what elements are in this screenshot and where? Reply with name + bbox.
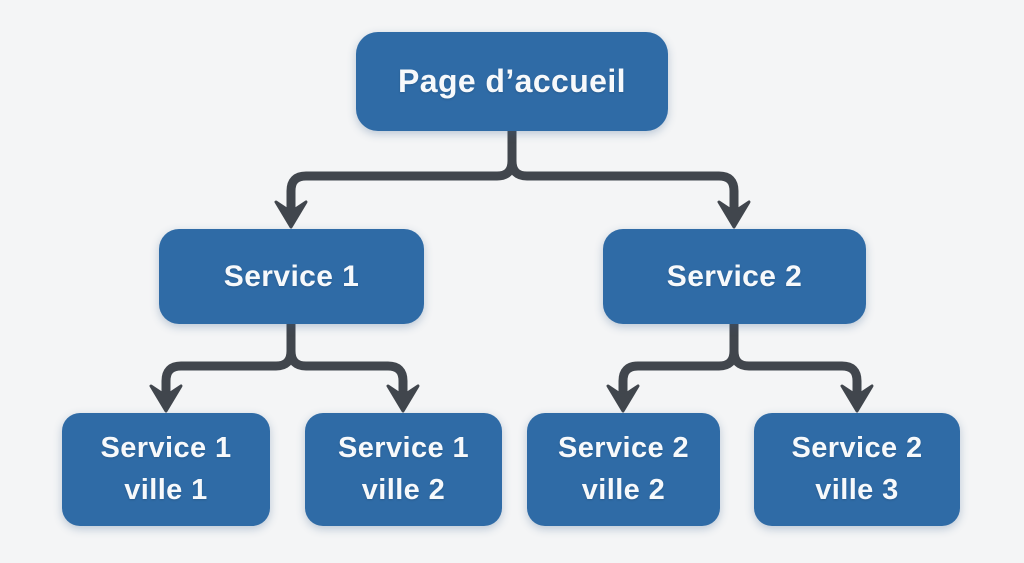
arrowhead-icon bbox=[840, 384, 874, 413]
node-label-line1: Service 2 bbox=[791, 432, 923, 465]
node-service-2: Service 2 bbox=[603, 229, 866, 324]
edge-service2-ville3 bbox=[729, 318, 862, 400]
node-label-line1: Service 1 bbox=[100, 432, 232, 465]
node-label-line1: Service 2 bbox=[558, 432, 689, 465]
node-label: Page d’accueil bbox=[398, 63, 626, 99]
node-page-accueil: Page d’accueil bbox=[356, 32, 668, 131]
node-label: Service 2 bbox=[666, 259, 803, 293]
node-service1-ville1: Service 1 ville 1 bbox=[62, 413, 270, 526]
node-label-line2: ville 2 bbox=[361, 473, 446, 506]
edge-root-service1 bbox=[286, 125, 517, 216]
arrowhead-icon bbox=[149, 384, 183, 413]
node-label: Service 1 bbox=[223, 259, 360, 293]
arrowhead-icon bbox=[606, 384, 640, 413]
node-label-line2: ville 1 bbox=[124, 473, 208, 506]
edge-service2-ville2 bbox=[618, 318, 739, 400]
node-label-line2: ville 2 bbox=[581, 473, 666, 506]
node-service1-ville2: Service 1 ville 2 bbox=[305, 413, 502, 526]
arrowhead-icon bbox=[717, 200, 751, 229]
arrowhead-icon bbox=[274, 200, 308, 229]
node-label-line2: ville 3 bbox=[815, 473, 899, 506]
node-service2-ville3: Service 2 ville 3 bbox=[754, 413, 960, 526]
node-service2-ville2: Service 2 ville 2 bbox=[527, 413, 720, 526]
arrowhead-icon bbox=[386, 384, 420, 413]
node-service-1: Service 1 bbox=[159, 229, 424, 324]
edge-service1-ville1 bbox=[161, 318, 296, 400]
edge-service1-ville2 bbox=[286, 318, 408, 400]
node-label-line1: Service 1 bbox=[338, 432, 469, 465]
edge-root-service2 bbox=[507, 125, 739, 216]
